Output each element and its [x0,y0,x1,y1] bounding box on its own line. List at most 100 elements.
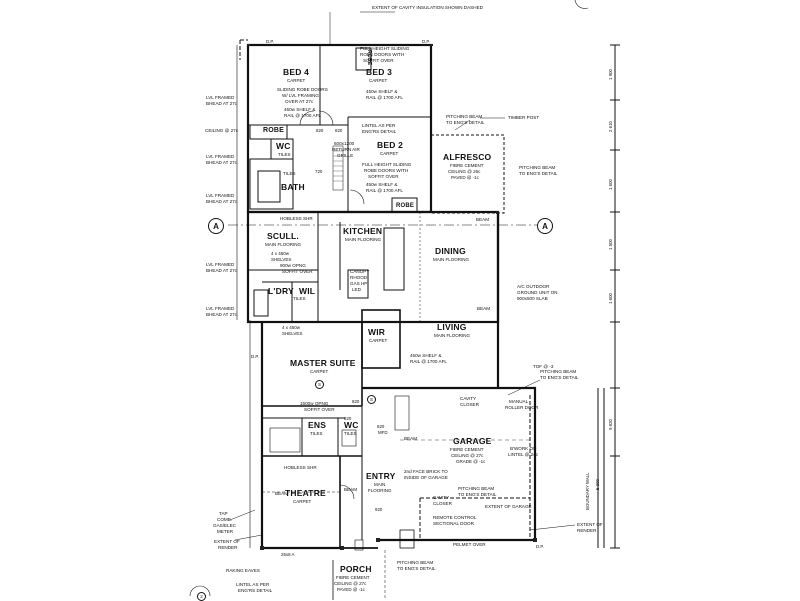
hobless-shr-bath: HOBLESS SHR [280,216,313,221]
hobless-shr-ens: HOBLESS SHR [284,465,317,470]
dim-720: 720 [315,169,323,174]
beam-theatre: BEAM [275,491,289,496]
sliding-robe-2: W/ LVL FRAMING [282,93,320,98]
room-bed2-floor: CARPET [380,151,399,156]
manual-roller-2: ROLLER DOOR [505,405,539,410]
dim-right-7: 5 300 [595,479,600,490]
dp-top-right: D.P. [422,39,430,44]
comb-gas-3: METER [217,529,234,534]
room-scull-name: SCULL. [267,231,299,241]
room-theatre-name: THEATRE [285,488,326,498]
cavity-closer-2: CLOSER [460,402,479,407]
manual-roller-1: MANUAL [509,399,529,404]
shelf-rail-mid-1: 450w SHELF & [366,182,398,187]
robe-note-3: SOFFIT OVER [363,58,394,63]
grid-a-left-label: A [213,221,219,231]
lintel-porch-1: LINTEL AS PER [236,582,270,587]
tap-left: TAP [219,511,228,516]
smoke-alarm-2: S [367,395,376,404]
robe-note-2: ROBE DOORS WITH [360,52,405,57]
sliding-robe-1: SLIDING ROBE DOORS [277,87,328,92]
room-ldry-name: L'DRY [268,286,294,296]
room-garage-l1: FIBRE CEMENT [450,447,484,452]
outer-wall-garage [362,386,537,542]
grid-a-right-label: A [542,221,548,231]
lintel-bed2-2: ENG'RS DETAIL [362,129,397,134]
dim-right-5: 1 600 [608,293,613,304]
alfresco-outline [430,134,505,214]
room-bed2-name: BED 2 [377,140,404,150]
room-theatre-floor: CARPET [293,499,312,504]
room-alfresco-l3: PAVED @ -1c [451,175,479,180]
opng-1500-2: SOFFIT OVER [304,407,335,412]
room-master-name: MASTER SUITE [290,358,356,368]
smoke-alarm-1-label: S [317,382,321,387]
pitching-garage-2: TO ENG'S DETAIL [458,492,497,497]
lvl-framed-5a: LVL FRAMED [206,306,235,311]
beam-alfresco: BEAM [476,217,490,222]
room-garage-l3: GRADE @ -1c [456,459,486,464]
ceiling-27: CEILING @ 27c [205,128,239,133]
lvl-framed-2b: BHEAD AT 27c [206,160,237,165]
ac-outdoor-1: A/C OUTDOOR [517,284,550,289]
room-robe3-name: ROBE [396,203,415,209]
shelf-rail-bed4-2: RAIL @ 1700 AFL [284,113,321,118]
face-brick-1: 2nd FACE BRICK TO [404,469,448,474]
canopy-1: CANOPY [350,269,370,274]
lvl-framed-1a: LVL FRAMED [206,95,235,100]
grid-a-left: A [208,218,224,234]
mfd-label: MFD [378,430,388,435]
room-entry-floor2: FLOORING [368,488,392,493]
dim-right-1: 1 900 [608,69,613,80]
room-living-name: LIVING [437,322,467,332]
smoke-alarm-1: S [315,380,324,389]
robe-mid-3: SOFFIT OVER [368,174,399,179]
scull-shelves-1: 4 x 450w [271,251,290,256]
room-wc1-name: WC [276,141,291,151]
lintel-porch-2: ENG'RS DETAIL [238,588,273,593]
remote-1: REMOTE CONTROL [433,515,477,520]
opng-1500-1: 1500w OPNG [300,401,329,406]
room-bed3-floor: CARPET [369,78,388,83]
remote-2: SECTIONAL DOOR [433,521,474,526]
lvl-framed-5b: BHEAD AT 27c [206,312,237,317]
raking-eaves: RAKING EAVES [226,568,260,573]
room-scull-floor: MAIN FLOORING [265,242,302,247]
extent-render-right-2: RENDER [577,528,597,533]
beam-dining: BEAM [477,306,491,311]
room-bath-floor: TILES [283,171,296,176]
room-entry-floor: MAIN [374,482,386,487]
dim-2400-porch: 25x8 A [281,552,295,557]
room-alfresco-l1: FIBRE CEMENT [450,163,484,168]
dim-right-4: 1 500 [608,239,613,250]
tof: TOF @ -3 [533,364,554,369]
dim-right-3: 1 600 [608,179,613,190]
room-wil-name: WIL [299,286,316,296]
room-wc1-floor: TILES [278,152,291,157]
pitching-garage-1: PITCHING BEAM [458,486,495,491]
room-dining-name: DINING [435,246,466,256]
room-ens-floor: TILES [310,431,323,436]
room-kitchen-name: KITCHEN [343,226,383,236]
room-alfresco-l2: CEILING @ 26c [448,169,481,174]
scull-shelves-2: SHELVES [271,257,292,262]
shelf-rail-1: 450w SHELF & [366,89,398,94]
room-wir-floor: CARPET [369,338,388,343]
dim-920: 920 [375,507,383,512]
room-porch-l3: PAVED @ -1c [337,587,365,592]
room-garage-name: GARAGE [453,436,492,446]
room-ldry-floor: TILES [293,296,306,301]
lvl-framed-2a: LVL FRAMED [206,154,235,159]
pitching-porch-2: TO ENG'S DETAIL [397,566,436,571]
dp-garage: D.P. [536,544,544,549]
room-robe1-name: ROBE [263,127,285,134]
pitching-beam-right-1: PITCHING BEAM [519,165,556,170]
robe-mid-2: ROBE DOORS WITH [364,168,409,173]
beam-garage: BEAM [404,436,418,441]
robe-bed3-box [355,47,372,71]
pitching-porch-1: PITCHING BEAM [397,560,434,565]
outer-wall-west [260,322,340,550]
lintel-bed2-1: LINTEL AS PER [362,123,396,128]
opng-900-2: SOFFIT OVER [282,269,313,274]
